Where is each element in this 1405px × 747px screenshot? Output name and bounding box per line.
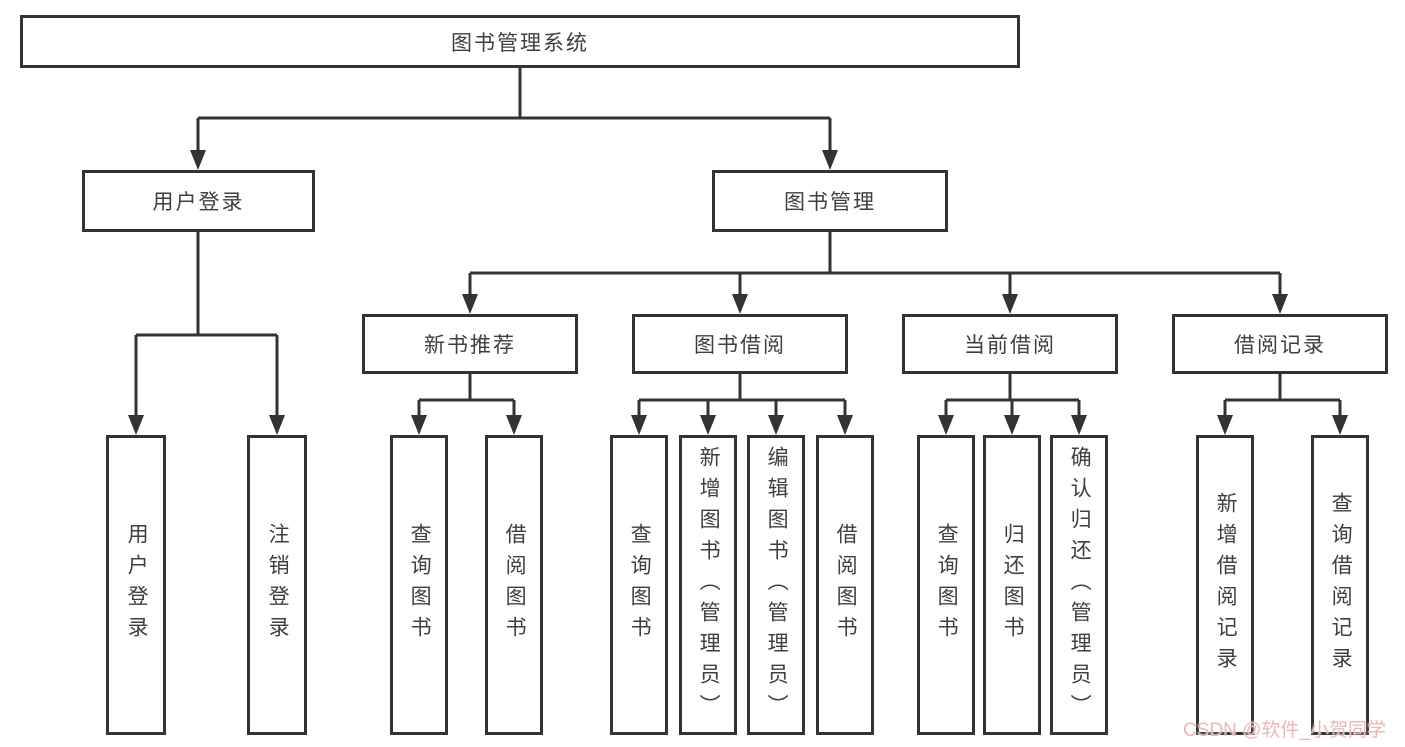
- leaf-recommend-borrow-books-label: 借阅图书: [503, 523, 527, 647]
- leaf-current-confirm-return-label: 确认归还（管理员）: [1068, 445, 1092, 725]
- leaf-current-query-books-label: 查询图书: [935, 523, 959, 647]
- leaf-logout: 注销登录: [247, 435, 307, 735]
- leaf-borrowing-query-books: 查询图书: [610, 435, 668, 735]
- leaf-current-return-books: 归还图书: [983, 435, 1041, 735]
- leaf-borrowing-query-books-label: 查询图书: [628, 523, 652, 647]
- node-root-label: 图书管理系统: [451, 31, 589, 55]
- leaf-records-add-record: 新增借阅记录: [1196, 435, 1254, 735]
- node-user-login-label: 用户登录: [152, 191, 245, 214]
- node-new-book-recommend-label: 新书推荐: [424, 334, 516, 357]
- node-root-system: 图书管理系统: [20, 15, 1020, 68]
- leaf-borrowing-edit-books-label: 编辑图书（管理员）: [765, 445, 789, 725]
- leaf-logout-label: 注销登录: [266, 523, 290, 647]
- node-book-borrowing: 图书借阅: [632, 314, 848, 374]
- leaf-current-query-books: 查询图书: [917, 435, 975, 735]
- node-book-management-label: 图书管理: [784, 191, 876, 214]
- leaf-borrowing-borrow-books: 借阅图书: [816, 435, 874, 735]
- leaf-records-add-record-label: 新增借阅记录: [1214, 492, 1238, 678]
- leaf-recommend-query-books-label: 查询图书: [408, 523, 432, 647]
- leaf-borrowing-add-books-label: 新增图书（管理员）: [697, 445, 721, 725]
- node-borrowing-records-label: 借阅记录: [1234, 334, 1326, 357]
- leaf-records-query-record-label: 查询借阅记录: [1329, 492, 1353, 678]
- node-current-borrowing-label: 当前借阅: [964, 334, 1056, 357]
- leaf-borrowing-borrow-books-label: 借阅图书: [834, 523, 858, 647]
- leaf-records-query-record: 查询借阅记录: [1311, 435, 1369, 735]
- leaf-user-login: 用户登录: [106, 435, 166, 735]
- leaf-recommend-query-books: 查询图书: [390, 435, 448, 735]
- leaf-user-login-label: 用户登录: [125, 523, 149, 647]
- csdn-watermark: CSDN @软件_小贺同学: [1183, 720, 1386, 741]
- node-borrowing-records: 借阅记录: [1172, 314, 1388, 374]
- leaf-borrowing-edit-books: 编辑图书（管理员）: [747, 435, 805, 735]
- node-book-borrowing-label: 图书借阅: [694, 334, 786, 357]
- leaf-borrowing-add-books: 新增图书（管理员）: [679, 435, 737, 735]
- node-book-management: 图书管理: [712, 170, 948, 232]
- node-new-book-recommend: 新书推荐: [362, 314, 578, 374]
- leaf-current-confirm-return: 确认归还（管理员）: [1050, 435, 1108, 735]
- leaf-current-return-books-label: 归还图书: [1001, 523, 1025, 647]
- leaf-recommend-borrow-books: 借阅图书: [485, 435, 543, 735]
- node-user-login: 用户登录: [82, 170, 315, 232]
- node-current-borrowing: 当前借阅: [902, 314, 1118, 374]
